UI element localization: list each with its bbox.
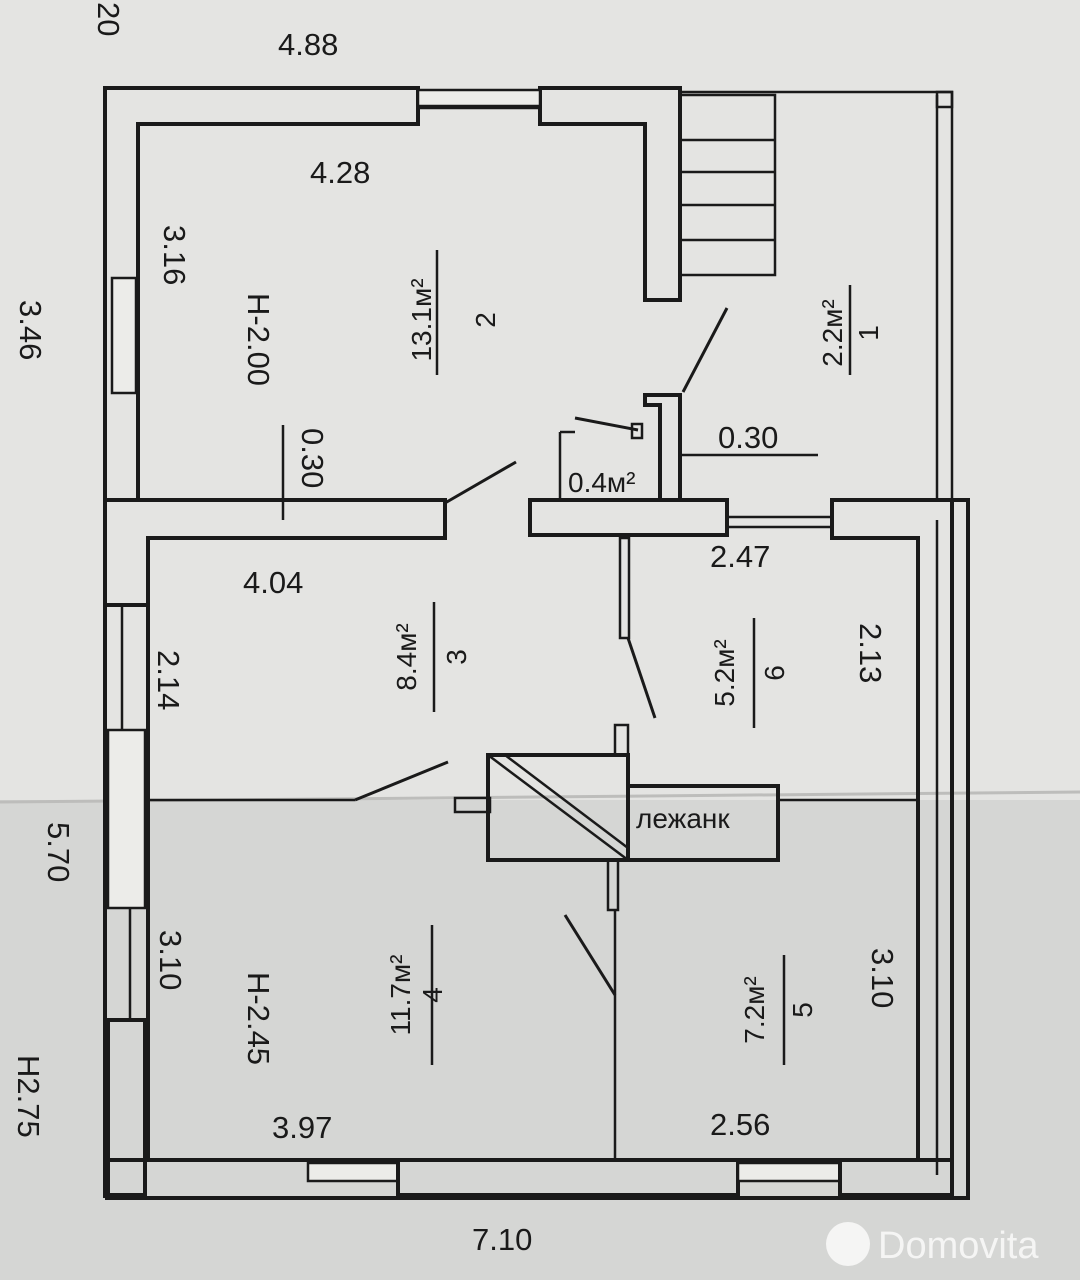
door-room3 bbox=[354, 760, 449, 802]
dim-room3-width: 4.04 bbox=[243, 565, 303, 600]
room2-walls bbox=[103, 86, 682, 502]
room-label-3: 3 8.4м² bbox=[391, 602, 472, 712]
room-number: 3 bbox=[441, 649, 472, 665]
watermark-text: Domovita bbox=[878, 1225, 1039, 1267]
room-area: 5.2м² bbox=[709, 639, 740, 707]
dim-room4-width: 3.97 bbox=[272, 1110, 332, 1145]
room-label-1: 1 2.2м² bbox=[817, 285, 884, 375]
dim-room6-depth: 2.13 bbox=[853, 623, 888, 683]
room-area: 13.1м² bbox=[406, 278, 437, 361]
window-top bbox=[416, 88, 542, 110]
window-left-upper bbox=[110, 276, 138, 395]
small-area-label: 0.4м² bbox=[568, 467, 636, 498]
watermark-logo-icon bbox=[826, 1222, 870, 1266]
door-room4 bbox=[563, 914, 617, 996]
room-area: 7.2м² bbox=[739, 976, 770, 1044]
room-area: 8.4м² bbox=[391, 623, 422, 691]
room-number: 5 bbox=[787, 1002, 818, 1018]
dim-room5-width: 2.56 bbox=[710, 1107, 770, 1142]
window-bottom-right bbox=[736, 1161, 842, 1183]
dim-top-outer: 4.88 bbox=[278, 27, 338, 62]
dim-room2-depth: 3.16 bbox=[157, 225, 192, 285]
dim-wall-thickness-b: 0.30 bbox=[718, 420, 778, 455]
staircase bbox=[678, 93, 777, 277]
dim-wall-thickness-a: 0.30 bbox=[295, 428, 330, 488]
room-label-5: 5 7.2м² bbox=[739, 955, 818, 1065]
left-wall-lower bbox=[103, 538, 150, 1198]
dim-left-upper: 3.46 bbox=[13, 300, 48, 360]
door-room1 bbox=[681, 307, 729, 393]
stove-label: лежанк bbox=[636, 803, 730, 834]
room-area: 2.2м² bbox=[817, 299, 848, 367]
window-bottom-left bbox=[306, 1161, 400, 1183]
partitions bbox=[148, 536, 918, 1160]
dim-room2-width: 4.28 bbox=[310, 155, 370, 190]
room-area: 11.7м² bbox=[385, 955, 416, 1036]
window-left-lower bbox=[106, 728, 147, 910]
dim-room6-width: 2.47 bbox=[710, 539, 770, 574]
dim-room4-depth: 3.10 bbox=[153, 930, 188, 990]
dim-room5-depth: 3.10 bbox=[865, 948, 900, 1008]
room1-outline bbox=[680, 90, 954, 500]
room-number: 2 bbox=[470, 312, 501, 328]
room-number: 6 bbox=[759, 665, 790, 681]
dim-room4-height: Н-2.45 bbox=[241, 972, 276, 1065]
watermark: Domovita bbox=[826, 1222, 1039, 1267]
dim-corner-cut: 20 bbox=[91, 2, 126, 36]
dim-room3-depth: 2.14 bbox=[151, 650, 186, 710]
room-label-6: 6 5.2м² bbox=[709, 618, 790, 728]
dim-room2-height: Н-2.00 bbox=[241, 293, 276, 386]
bottom-wall bbox=[105, 498, 970, 1200]
stove bbox=[486, 723, 780, 862]
room-number: 1 bbox=[853, 325, 884, 341]
door-room2 bbox=[444, 460, 517, 505]
room-label-2: 2 13.1м² bbox=[406, 250, 501, 375]
dim-bottom-total: 7.10 bbox=[472, 1222, 532, 1257]
dim-left-bottom: Н2.75 bbox=[11, 1055, 46, 1138]
door-room6 bbox=[626, 637, 657, 719]
dim-left-lower: 5.70 bbox=[41, 822, 76, 882]
room-label-4: 4 11.7м² bbox=[385, 925, 448, 1065]
